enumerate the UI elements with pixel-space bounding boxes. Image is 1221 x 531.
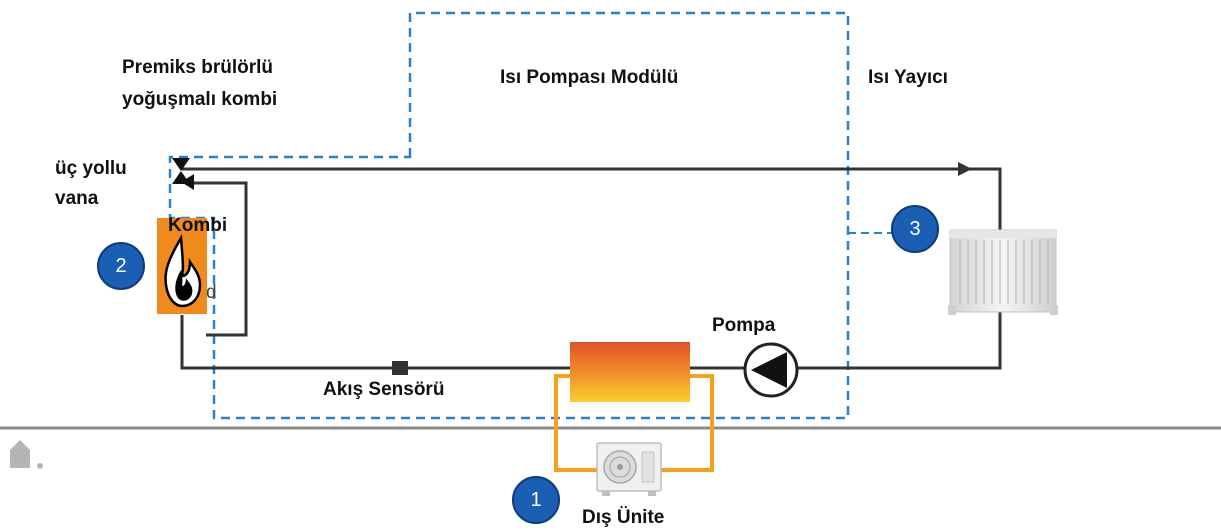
radiator-icon	[948, 229, 1058, 315]
pump-label: Pompa	[712, 315, 776, 336]
module-boundary	[168, 11, 850, 420]
water-circuit	[180, 167, 1002, 370]
boiler-label-line2: yoğuşmalı kombi	[122, 89, 278, 110]
valve-label: üç yollu	[55, 158, 127, 179]
flow-sensor-label: Akış Sensörü	[323, 379, 445, 400]
three-way-valve-icon	[172, 158, 194, 190]
boiler-label: Premiks brülörlü	[122, 57, 273, 78]
valve-label-line2: vana	[55, 188, 99, 209]
flow-sensor-icon	[392, 361, 408, 375]
outdoor-unit-label: Dış Ünite	[582, 507, 665, 528]
flow-arrow-icon	[958, 162, 972, 176]
flame-icon	[164, 233, 202, 308]
pump-icon	[743, 342, 799, 398]
house-icon	[10, 440, 43, 469]
outdoor-unit-icon	[596, 442, 662, 496]
heat-exchanger-icon	[570, 342, 690, 402]
partial-label: d	[206, 282, 217, 303]
badge-1: 1	[512, 476, 560, 524]
badge-2: 2	[97, 242, 145, 290]
badge-3: 3	[891, 205, 939, 253]
kombi-label: Kombi	[168, 215, 228, 236]
emitter-label: Isı Yayıcı	[868, 67, 948, 88]
module-label: Isı Pompası Modülü	[500, 67, 679, 88]
